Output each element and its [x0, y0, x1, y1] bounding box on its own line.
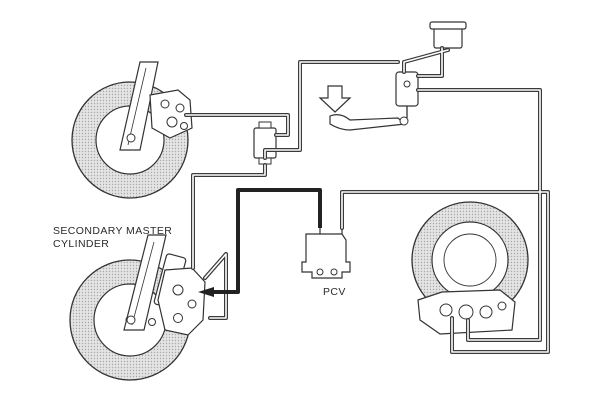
secondary-master-cylinder-label: SECONDARY MASTER CYLINDER — [53, 225, 172, 251]
rear-caliper — [417, 289, 516, 335]
rear-master-cylinder — [395, 71, 419, 118]
secondary-master-cylinder-label-line-2: CYLINDER — [53, 238, 110, 250]
pcv-valve — [301, 228, 351, 279]
highlighted-line-to-pcv — [214, 188, 322, 294]
front-caliper-bottom — [148, 267, 214, 336]
brake-lines — [184, 46, 550, 354]
reservoir — [429, 21, 467, 49]
pcv-label: PCV — [323, 286, 346, 298]
front-caliper-top — [149, 89, 193, 139]
secondary-master-cylinder-label-line-1: SECONDARY MASTER — [53, 225, 173, 237]
front-fork-bottom — [123, 234, 167, 331]
pedal-arrow-icon — [318, 85, 352, 113]
rear-wheel — [411, 201, 529, 319]
front-fork-top — [119, 61, 159, 151]
brake-pedal — [329, 114, 409, 131]
